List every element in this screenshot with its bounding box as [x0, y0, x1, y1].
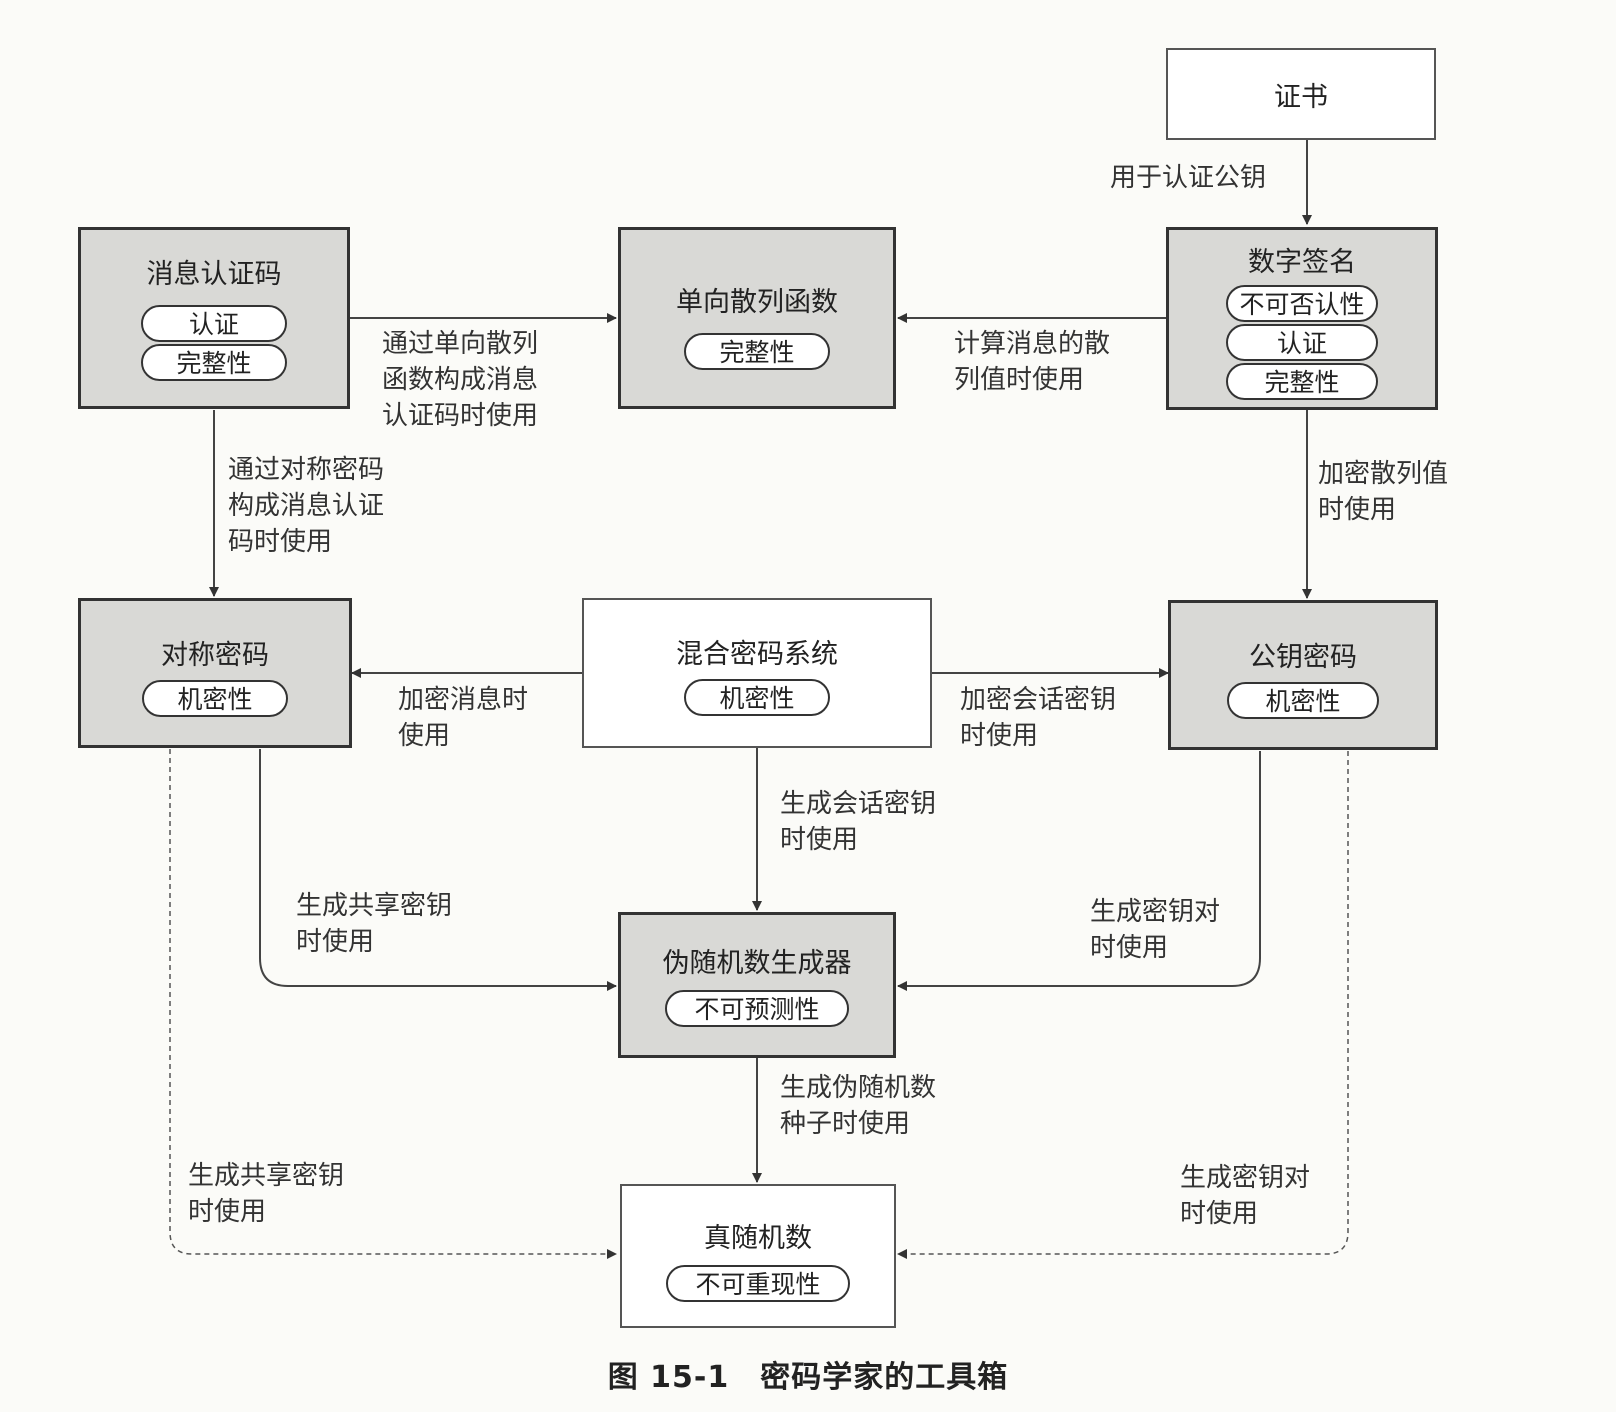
label-pubkey-to-prng: 生成密钥对 时使用 — [1090, 897, 1221, 963]
node-certificate-title: 证书 — [1274, 81, 1328, 113]
label-mac-to-hash: 通过单向散列 函数构成消息 认证码时使用 — [382, 329, 539, 431]
label-hybrid-to-pubkey: 加密会话密钥 时使用 — [960, 685, 1117, 751]
node-pubkey-property-confidentiality: 机密性 — [1227, 682, 1379, 719]
node-signature-property-integrity: 完整性 — [1226, 363, 1378, 400]
label-hybrid-to-symmetric: 加密消息时 使用 — [398, 685, 529, 751]
label-signature-to-pubkey: 加密散列值 时使用 — [1318, 459, 1449, 525]
label-symmetric-to-prng: 生成共享密钥 时使用 — [296, 891, 453, 957]
edge-pubkey-to-prng — [897, 751, 1261, 991]
node-trng-property-unreproducibility: 不可重现性 — [666, 1265, 850, 1302]
node-symmetric-property-confidentiality: 机密性 — [142, 680, 288, 717]
figure-caption: 图 15-1 密码学家的工具箱 — [607, 1360, 1009, 1395]
node-signature-title: 数字签名 — [1248, 247, 1356, 278]
node-trng-title: 真随机数 — [704, 1223, 812, 1254]
node-hybrid-title: 混合密码系统 — [676, 639, 838, 670]
label-pubkey-to-trng: 生成密钥对 时使用 — [1180, 1163, 1311, 1229]
label-cert-to-signature: 用于认证公钥 — [1110, 163, 1267, 193]
node-pubkey: 公钥密码 机密性 — [1168, 600, 1438, 750]
label-mac-to-symmetric: 通过对称密码 构成消息认证 码时使用 — [228, 455, 385, 557]
label-signature-to-hash: 计算消息的散 列值时使用 — [954, 329, 1111, 395]
node-symmetric-title: 对称密码 — [161, 640, 269, 671]
node-hash-property-integrity: 完整性 — [684, 333, 830, 370]
label-symmetric-to-trng: 生成共享密钥 时使用 — [188, 1161, 345, 1227]
label-hybrid-to-prng: 生成会话密钥 时使用 — [780, 789, 937, 855]
node-mac-property-authentication: 认证 — [141, 305, 287, 342]
node-hybrid: 混合密码系统 机密性 — [582, 598, 932, 748]
node-signature-property-authentication: 认证 — [1226, 324, 1378, 361]
node-certificate: 证书 — [1166, 48, 1436, 140]
node-pubkey-title: 公钥密码 — [1249, 642, 1357, 673]
node-signature-property-nonrepudiation: 不可否认性 — [1226, 285, 1378, 322]
node-mac: 消息认证码 认证 完整性 — [78, 227, 350, 409]
edge-pubkey-to-trng — [897, 751, 1349, 1259]
node-signature: 数字签名 不可否认性 认证 完整性 — [1166, 227, 1438, 410]
node-hash: 单向散列函数 完整性 — [618, 227, 896, 409]
label-prng-to-trng: 生成伪随机数 种子时使用 — [780, 1073, 937, 1139]
node-mac-property-integrity: 完整性 — [141, 344, 287, 381]
node-trng: 真随机数 不可重现性 — [620, 1184, 896, 1328]
node-prng-property-unpredictability: 不可预测性 — [665, 990, 849, 1027]
node-prng-title: 伪随机数生成器 — [662, 948, 852, 979]
edge-symmetric-to-prng — [259, 749, 617, 991]
node-mac-title: 消息认证码 — [146, 259, 282, 290]
node-prng: 伪随机数生成器 不可预测性 — [618, 912, 896, 1058]
node-hash-title: 单向散列函数 — [676, 287, 838, 318]
node-hybrid-property-confidentiality: 机密性 — [684, 679, 830, 716]
node-symmetric: 对称密码 机密性 — [78, 598, 352, 748]
